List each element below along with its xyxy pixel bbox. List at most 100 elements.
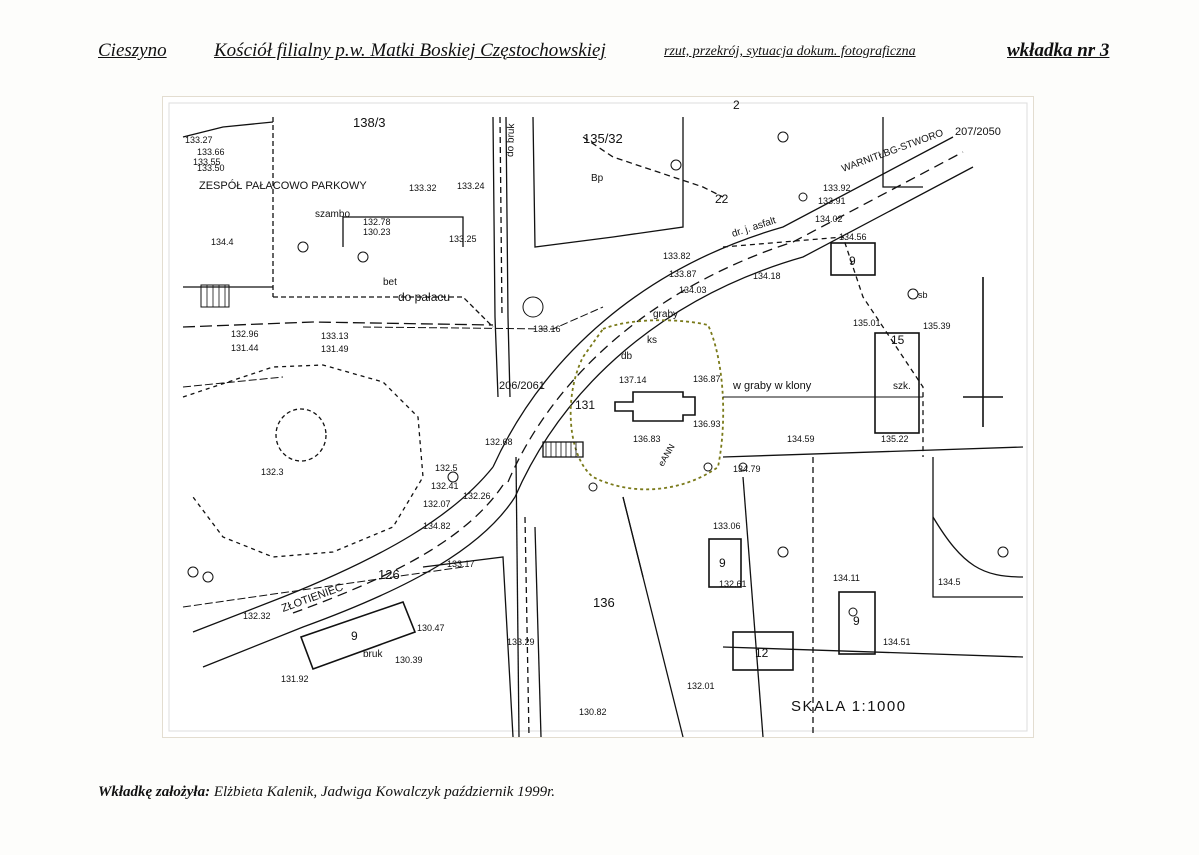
svg-text:131.44: 131.44 [231,343,259,353]
building-label-9b: 9 [719,556,726,570]
footer: Wkładkę założyła: Elżbieta Kalenik, Jadw… [98,784,555,801]
svg-text:133.06: 133.06 [713,521,741,531]
svg-text:132.96: 132.96 [231,329,259,339]
label-graby: graby [653,309,678,320]
svg-text:130.23: 130.23 [363,227,391,237]
svg-text:136.83: 136.83 [633,434,661,444]
svg-text:135.22: 135.22 [881,434,909,444]
svg-text:133.25: 133.25 [449,234,477,244]
building-label-12: 12 [755,646,769,660]
svg-text:133.92: 133.92 [823,183,851,193]
svg-text:133.27: 133.27 [185,135,213,145]
map-labels: 138/3 135/32 126 136 131 206/2061 207/20… [185,98,1001,717]
svg-text:133.91: 133.91 [818,196,846,206]
label-street: ZŁOTIENIEC [280,581,345,614]
label-eann: eANN [656,442,677,468]
building-9-bottom [299,600,417,671]
church-title: Kościół filialny p.w. Matki Boskiej Częs… [214,40,606,61]
svg-text:131.49: 131.49 [321,344,349,354]
svg-text:134.56: 134.56 [839,232,867,242]
parcel-131: 131 [575,398,595,412]
label-do-bruk: do bruk [505,122,517,157]
svg-text:133.50: 133.50 [197,163,225,173]
parcel-126: 126 [378,567,400,582]
svg-text:133.66: 133.66 [197,147,225,157]
svg-text:130.47: 130.47 [417,623,445,633]
insert-number: wkładka nr 3 [1007,40,1110,61]
svg-text:134.82: 134.82 [423,521,451,531]
svg-text:133.55: 133.55 [193,157,221,167]
svg-text:132.78: 132.78 [363,217,391,227]
svg-text:134.02: 134.02 [815,214,843,224]
svg-text:130.82: 130.82 [579,707,607,717]
svg-text:133.13: 133.13 [321,331,349,341]
svg-text:136.87: 136.87 [693,374,721,384]
parcel-206: 206/2061 [499,380,545,392]
svg-text:134.51: 134.51 [883,637,911,647]
svg-text:133.24: 133.24 [457,181,485,191]
svg-text:136.93: 136.93 [693,419,721,429]
svg-text:132.07: 132.07 [423,499,451,509]
svg-text:130.39: 130.39 [395,655,423,665]
elevation-points: 133.32 133.24 133.25 133.16 132.68 132.5… [185,135,961,717]
road-curved [192,136,974,668]
page-header: Cieszyno Kościół filialny p.w. Matki Bos… [98,40,1113,66]
right-plots [422,236,1024,737]
svg-text:135.01: 135.01 [853,318,881,328]
svg-text:131.92: 131.92 [281,674,309,684]
svg-text:132.01: 132.01 [687,681,715,691]
svg-text:137.14: 137.14 [619,375,647,385]
svg-text:133.29: 133.29 [507,637,535,647]
building-label-9a: 9 [849,254,856,268]
svg-text:134.11: 134.11 [833,573,860,583]
svg-text:133.82: 133.82 [663,251,691,261]
site-plan-map: 138/3 135/32 126 136 131 206/2061 207/20… [163,97,1033,737]
utility-lines [182,277,1003,608]
town-name: Cieszyno [98,40,167,61]
label-ks: ks [647,335,657,346]
parcel-138-3: 138/3 [353,115,386,130]
svg-text:134.59: 134.59 [787,434,815,444]
building-label-9d: 9 [351,629,358,643]
buildings [299,242,920,671]
label-szambo: szambo [315,209,350,220]
footer-label: Wkładkę założyła: [98,784,211,800]
parcel-2: 2 [733,98,740,112]
svg-text:133.17: 133.17 [447,559,475,569]
svg-text:132.5: 132.5 [435,463,458,473]
building-9-mid [708,538,742,588]
parcel-207: 207/2050 [955,126,1001,138]
svg-text:132.61: 132.61 [719,579,747,589]
svg-text:133.16: 133.16 [533,324,561,334]
document-description: rzut, przekrój, sytuacja dokum. fotograf… [664,44,916,59]
label-bet: bet [383,277,397,288]
svg-text:134.79: 134.79 [733,464,761,474]
label-palace-park: ZESPÓŁ PAŁACOWO PARKOWY [199,179,367,192]
svg-text:132.32: 132.32 [243,611,271,621]
park-area [182,117,494,558]
boundaries-top [182,116,923,248]
svg-text:134.18: 134.18 [753,271,781,281]
svg-text:132.68: 132.68 [485,437,513,447]
label-graby-klony: w graby w klony [732,380,812,392]
building-9-right [838,591,876,655]
label-bp: Bp [591,173,604,184]
church-plot [542,319,725,491]
building-15 [874,332,920,434]
label-do-palacu: do pałacu [398,290,450,304]
svg-text:132.41: 132.41 [431,481,459,491]
map-svg: 138/3 135/32 126 136 131 206/2061 207/20… [168,98,1028,737]
building-12 [732,631,794,671]
svg-text:134.03: 134.03 [679,285,707,295]
label-szk: szk. [893,381,911,392]
map-border [168,102,1028,732]
scale-label: SKALA 1:1000 [791,698,907,715]
building-label-15: 15 [891,333,905,347]
parcel-22: 22 [715,192,729,206]
label-db: db [621,351,633,362]
label-street-north: WARNITŁBG-STWORO [840,128,945,175]
svg-text:134.4: 134.4 [211,237,234,247]
svg-text:134.5: 134.5 [938,577,961,587]
label-bruk: bruk [363,649,383,660]
svg-text:133.32: 133.32 [409,183,437,193]
